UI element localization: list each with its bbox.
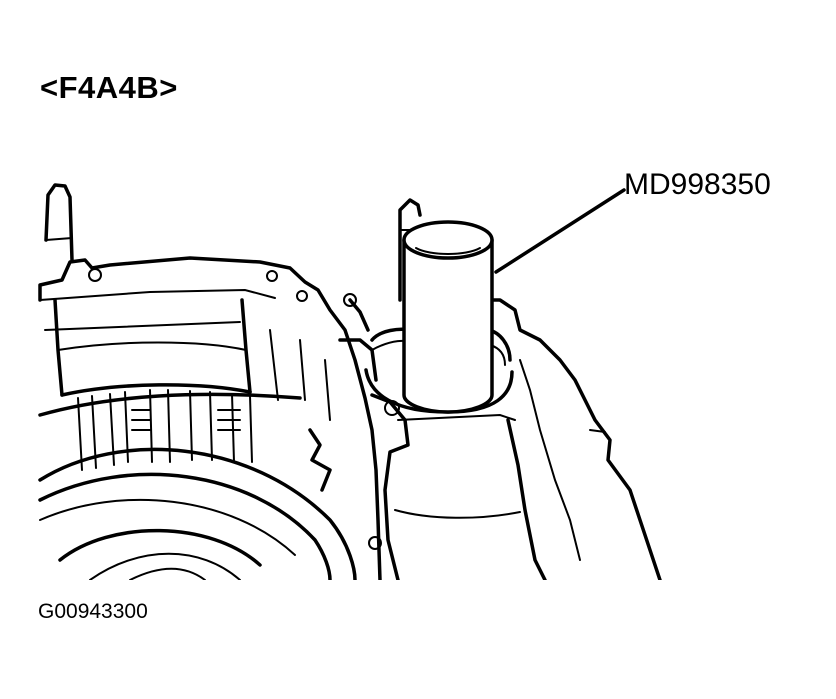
ring-gear bbox=[38, 447, 357, 580]
special-tool-label: MD998350 bbox=[624, 168, 771, 201]
model-code-title: <F4A4B> bbox=[40, 70, 178, 105]
tool-leader-line bbox=[494, 188, 626, 274]
figure-id: G00943300 bbox=[38, 600, 148, 623]
right-housing bbox=[338, 198, 662, 580]
special-tool-cylinder bbox=[402, 220, 494, 414]
transaxle-case bbox=[38, 183, 382, 580]
